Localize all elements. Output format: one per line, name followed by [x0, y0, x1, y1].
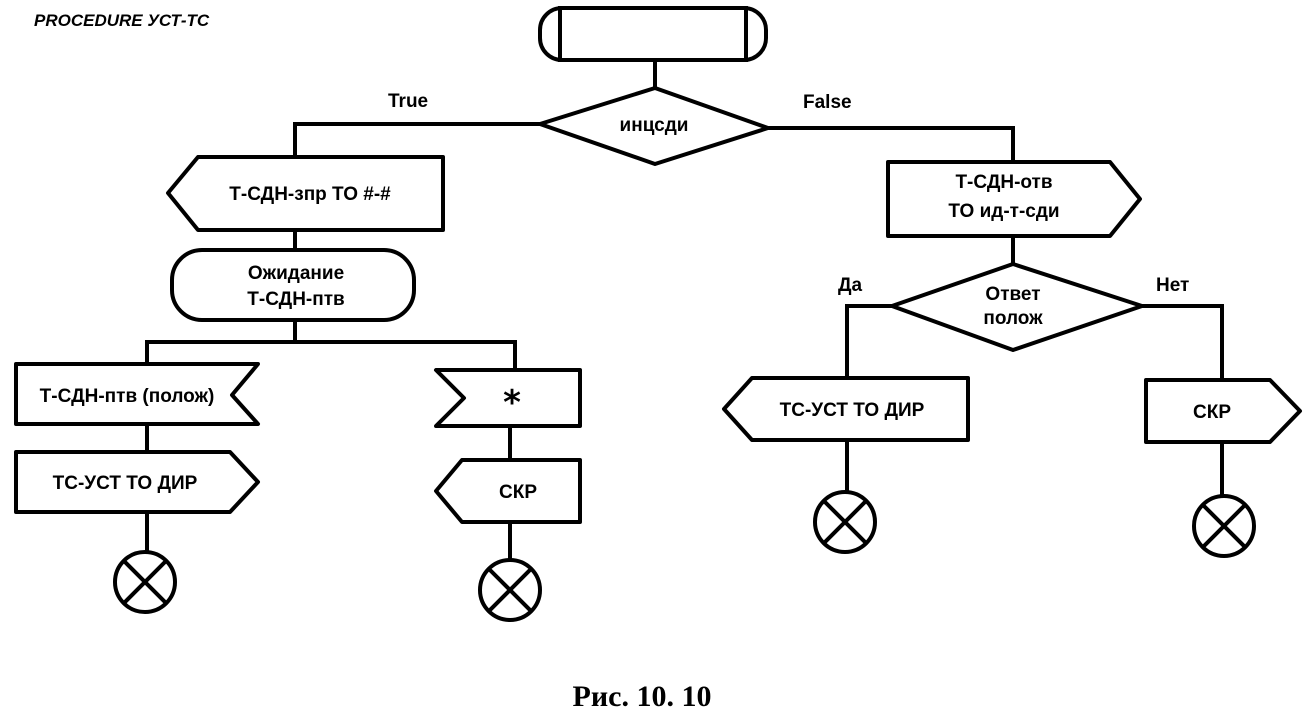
connector-lines: [145, 58, 1224, 562]
edge-label-true: True: [388, 91, 428, 112]
edge-label-no: Нет: [1156, 275, 1189, 296]
decision-answer: Ответ полож: [890, 262, 1144, 352]
decision-main: инцсди: [538, 86, 770, 166]
decision-answer-label-line1: Ответ: [985, 284, 1040, 305]
send-skr-left-label: СКР: [499, 482, 537, 503]
send-dir-left-node: ТС-УСТ ТО ДИР: [14, 450, 260, 514]
decision-answer-label-line2: полож: [983, 308, 1043, 329]
send-request-label: Т-СДН-зпр ТО #-#: [229, 184, 391, 205]
send-skr-right-label: СКР: [1193, 402, 1231, 423]
procedure-title: PROCEDURE УСТ-ТС: [34, 11, 210, 30]
wait-state-label-line1: Ожидание: [248, 263, 344, 284]
start-terminator: [538, 6, 768, 62]
receive-any-label: *: [503, 383, 521, 423]
stop-circle-cross-icon: [113, 550, 177, 614]
send-answer-label-line1: Т-СДН-отв: [955, 172, 1052, 193]
send-dir-left-label: ТС-УСТ ТО ДИР: [53, 473, 198, 494]
edge-label-yes: Да: [838, 275, 863, 296]
send-request-node: Т-СДН-зпр ТО #-#: [166, 155, 445, 232]
send-answer-label-line2: ТО ид-т-сди: [948, 201, 1059, 222]
receive-positive-label: Т-СДН-птв (полож): [40, 386, 215, 407]
edge-label-false: False: [803, 92, 852, 113]
send-answer-node: Т-СДН-отв ТО ид-т-сди: [886, 160, 1142, 238]
stop-circle-cross-icon: [478, 558, 542, 622]
decision-main-label: инцсди: [620, 115, 689, 136]
receive-any-node: *: [434, 368, 582, 428]
receive-positive-node: Т-СДН-птв (полож): [14, 362, 260, 426]
send-dir-right-node: ТС-УСТ ТО ДИР: [722, 376, 970, 442]
wait-state-label-line2: Т-СДН-птв: [247, 289, 344, 310]
send-skr-left-node: СКР: [434, 458, 582, 524]
wait-state-node: Ожидание Т-СДН-птв: [170, 248, 416, 322]
stop-circle-cross-icon: [813, 490, 877, 554]
send-skr-right-node: СКР: [1144, 378, 1302, 444]
figure-caption: Рис. 10. 10: [573, 680, 712, 713]
send-dir-right-label: ТС-УСТ ТО ДИР: [780, 400, 925, 421]
stop-circle-cross-icon: [1192, 494, 1256, 558]
